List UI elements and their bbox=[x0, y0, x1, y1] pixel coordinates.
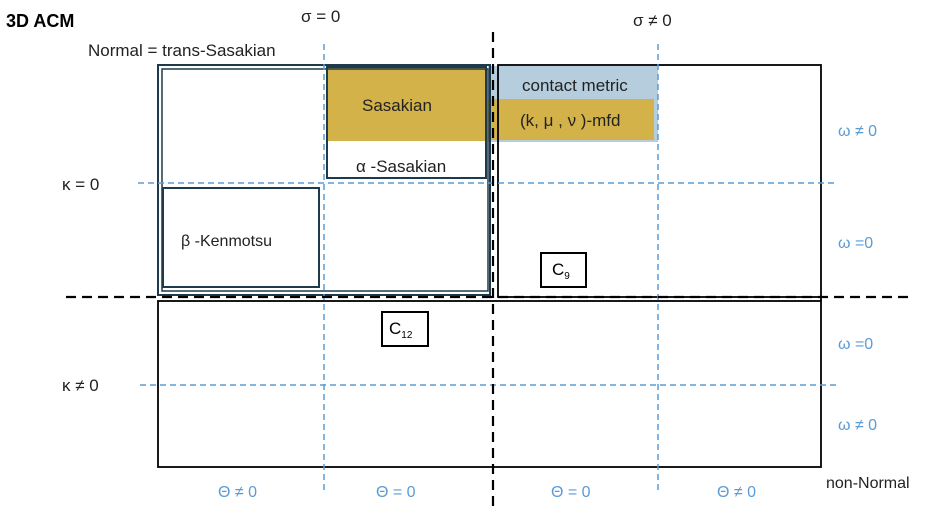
omega-label-2: ω =0 bbox=[838, 235, 873, 252]
c9-label: C9 bbox=[552, 260, 570, 282]
beta-kenmotsu-label: β -Kenmotsu bbox=[181, 233, 272, 250]
sasakian-fill bbox=[328, 68, 485, 141]
lower-box bbox=[157, 300, 822, 468]
diagram-title: 3D ACM bbox=[6, 11, 74, 31]
normal-region-inner bbox=[161, 68, 489, 292]
c12-box bbox=[381, 311, 429, 347]
non-normal-label: non-Normal bbox=[826, 475, 910, 492]
kmu-nu-mfd-fill bbox=[488, 99, 654, 140]
omega-label-4: ω ≠ 0 bbox=[838, 417, 877, 434]
c12-base: C bbox=[389, 319, 401, 338]
kappa-nonzero-label: κ ≠ 0 bbox=[62, 376, 99, 395]
c9-subscript: 9 bbox=[564, 271, 570, 282]
c9-base: C bbox=[552, 260, 564, 279]
c12-label: C12 bbox=[389, 319, 413, 341]
alpha-sasakian-label: α -Sasakian bbox=[356, 157, 446, 176]
kappa-zero-label: κ = 0 bbox=[62, 175, 99, 194]
kmu-nu-mfd-label: (k, μ , ν )-mfd bbox=[520, 111, 620, 130]
theta-label-2: Θ = 0 bbox=[376, 484, 416, 501]
alpha-sasakian-box bbox=[326, 66, 487, 179]
c9-box bbox=[540, 252, 587, 288]
omega-label-1: ω ≠ 0 bbox=[838, 123, 877, 140]
beta-kenmotsu-box bbox=[162, 187, 320, 288]
normal-label: Normal = trans-Sasakian bbox=[88, 41, 276, 60]
theta-label-3: Θ = 0 bbox=[551, 484, 591, 501]
theta-label-1: Θ ≠ 0 bbox=[218, 484, 257, 501]
sigma-zero-label: σ = 0 bbox=[301, 7, 340, 26]
c12-subscript: 12 bbox=[401, 330, 413, 341]
sasakian-label: Sasakian bbox=[362, 96, 432, 115]
sigma-nonzero-label: σ ≠ 0 bbox=[633, 11, 672, 30]
contact-metric-label: contact metric bbox=[522, 76, 628, 95]
omega-label-3: ω =0 bbox=[838, 336, 873, 353]
theta-label-4: Θ ≠ 0 bbox=[717, 484, 756, 501]
